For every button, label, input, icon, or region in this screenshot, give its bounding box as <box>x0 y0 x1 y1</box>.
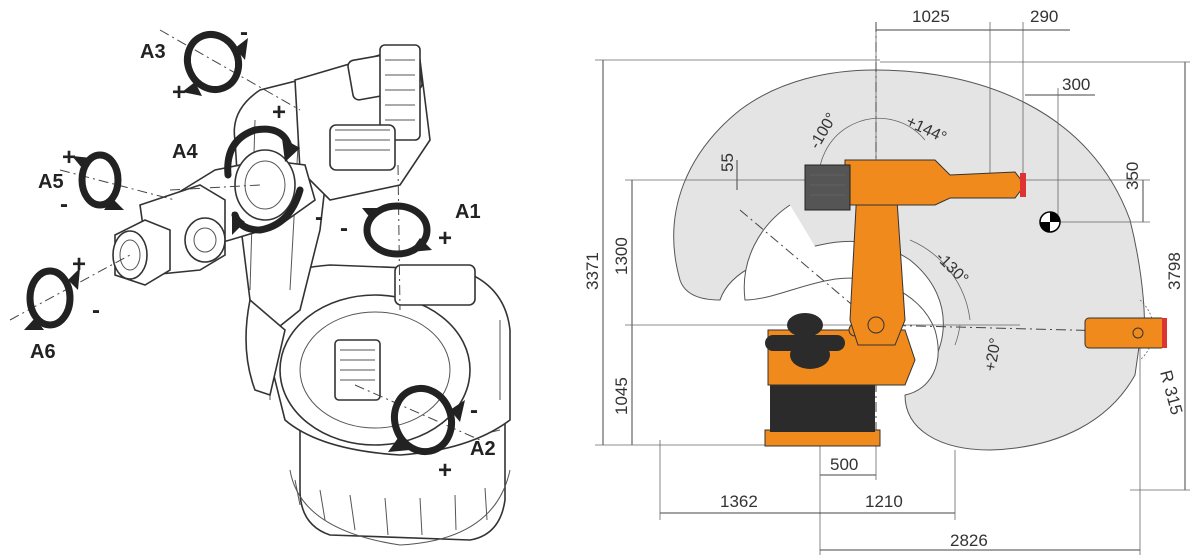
workspace-diagram: 1025 290 300 350 55 3371 1300 1045 3798 … <box>583 7 1190 555</box>
robot-wrist <box>112 184 226 286</box>
a1-rotation-arrow <box>362 202 432 258</box>
a3-rotation-arrow <box>182 31 248 96</box>
robot-upper-arm <box>294 44 431 201</box>
robot-side-view <box>764 159 1167 447</box>
dim-1045: 1045 <box>612 377 631 415</box>
a3-label: A3 <box>140 41 166 63</box>
a4-minus-sign: - <box>315 204 323 231</box>
a5-minus-sign: - <box>60 191 68 218</box>
dim-1362: 1362 <box>720 492 758 511</box>
a4-rotation-arrow <box>224 125 304 235</box>
dim-290: 290 <box>1030 7 1058 26</box>
a6-rotation-arrow <box>24 267 80 330</box>
robot-base <box>289 419 511 546</box>
a5-label: A5 <box>38 171 64 193</box>
a3-plus-sign: + <box>172 79 186 106</box>
workspace-envelope <box>673 69 1145 451</box>
dim-r315: R 315 <box>1156 368 1186 417</box>
dim-1300: 1300 <box>612 237 631 275</box>
a2-label: A2 <box>470 438 496 460</box>
a1-label: A1 <box>455 201 481 223</box>
angle-plus20: +20° <box>982 337 1005 373</box>
robot-motors-side <box>804 164 851 211</box>
a6-plus-sign: + <box>72 251 86 278</box>
dimension-lines <box>595 22 1190 555</box>
a1-plus-sign: + <box>438 225 452 252</box>
a2-plus-sign: + <box>438 457 452 484</box>
a4-plus-sign: + <box>272 99 286 126</box>
robot-wrist-far <box>1084 317 1166 349</box>
tcp-marker-icon <box>1039 211 1061 233</box>
dim-1210: 1210 <box>865 492 903 511</box>
a5-plus-sign: + <box>62 144 76 171</box>
dim-500: 500 <box>830 455 858 474</box>
dim-2826: 2826 <box>950 531 988 550</box>
dim-300: 300 <box>1062 75 1090 94</box>
a5-rotation-arrow <box>72 151 124 210</box>
dim-1025: 1025 <box>912 7 950 26</box>
dim-3371: 3371 <box>583 252 602 290</box>
a6-minus-sign: - <box>92 297 100 324</box>
a2-rotation-arrow <box>388 384 465 456</box>
robot-axes-diagram: A1 + - A2 + - A3 + - A4 + - <box>9 19 511 546</box>
a4-label: A4 <box>172 141 198 163</box>
dim-55: 55 <box>718 153 737 172</box>
a1-minus-sign: - <box>340 215 348 242</box>
dim-3798: 3798 <box>1165 252 1184 290</box>
robot-base-plate <box>764 429 881 447</box>
a6-label: A6 <box>30 341 56 363</box>
robot-base-block <box>770 380 875 432</box>
dim-350: 350 <box>1123 162 1142 190</box>
a2-minus-sign: - <box>470 397 478 424</box>
robot-flange-side <box>1020 173 1026 197</box>
a3-minus-sign: - <box>240 19 248 46</box>
